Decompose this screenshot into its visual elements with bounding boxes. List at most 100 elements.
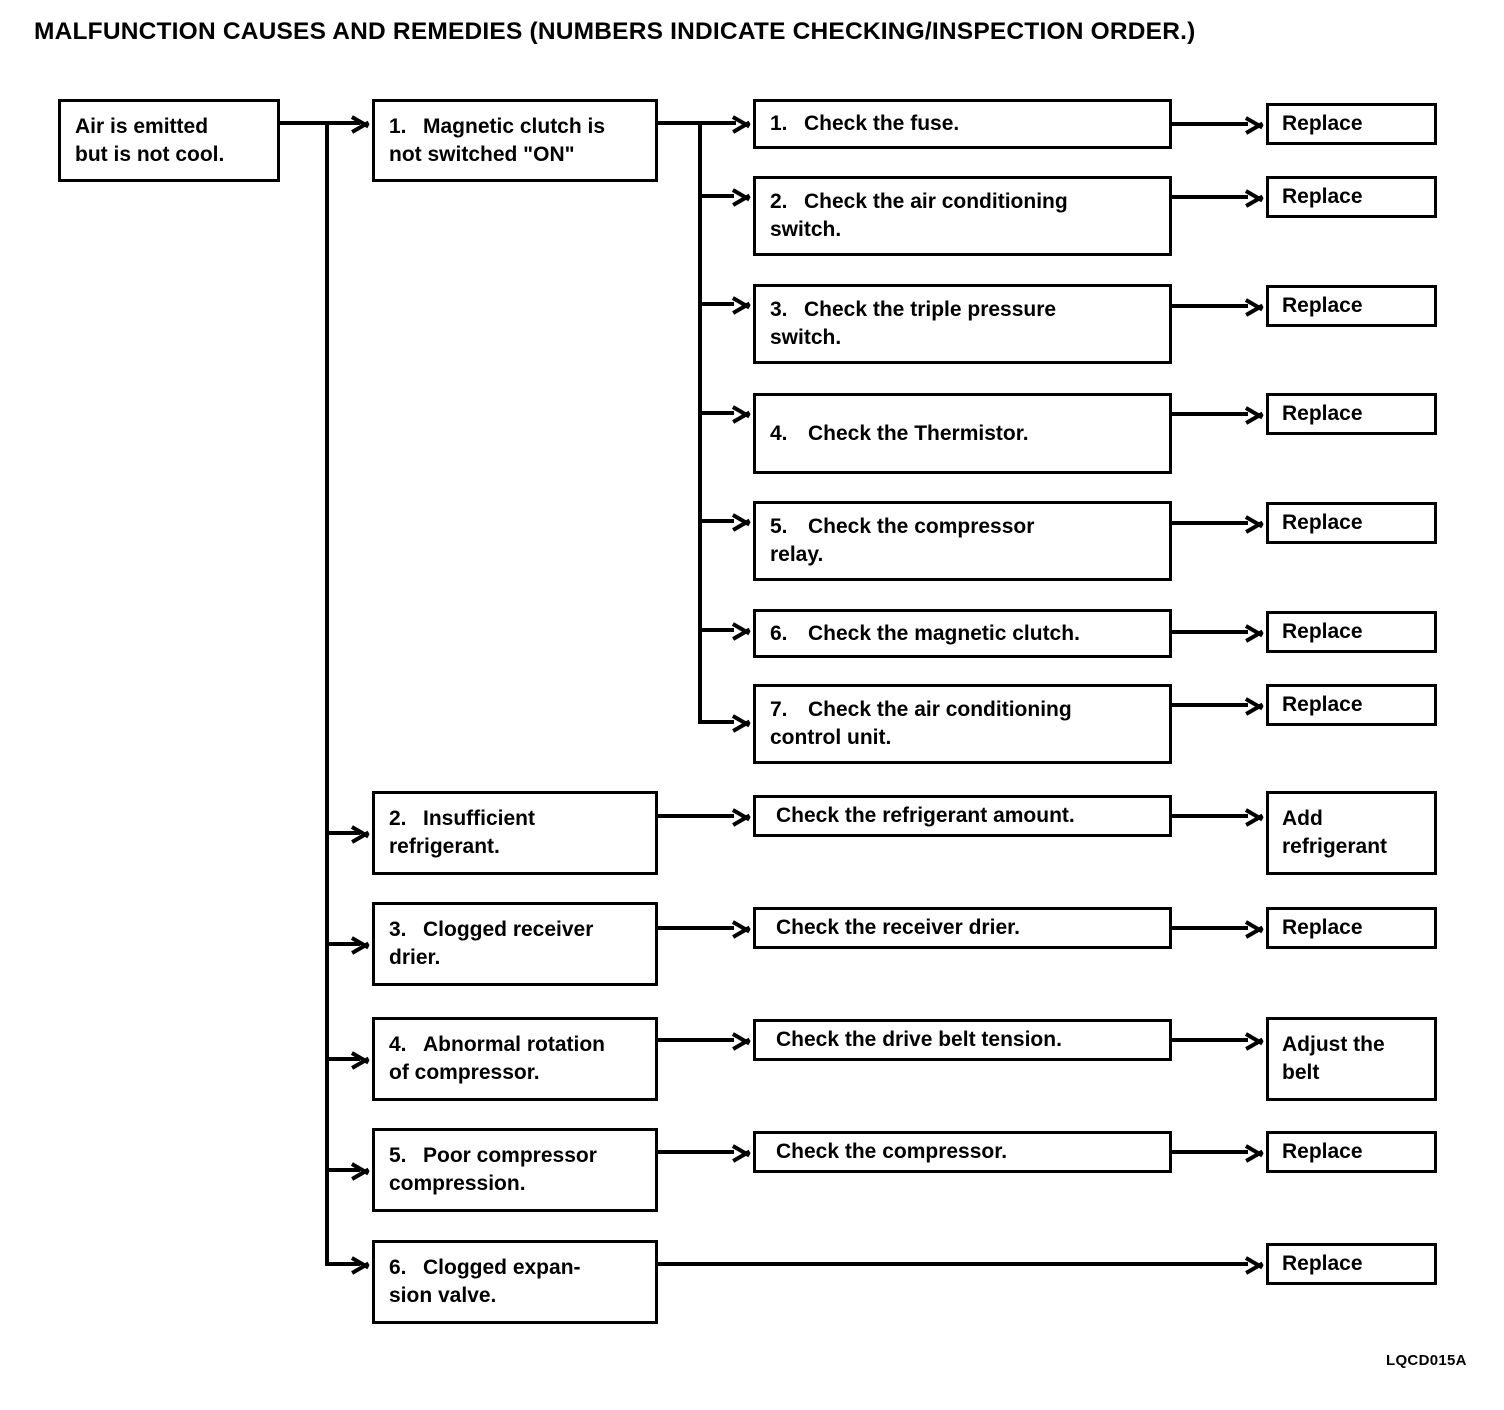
arrowhead-to-remedy-compressor bbox=[1246, 1141, 1264, 1163]
connector-cause4-to-check bbox=[656, 1038, 734, 1042]
check-label-7: 7.Check the air conditioning control uni… bbox=[770, 698, 1072, 749]
arrowhead-to-check-7 bbox=[733, 711, 751, 733]
check-box-3: 3.Check the triple pressure switch. bbox=[753, 284, 1172, 364]
remedy-label-1: Replace bbox=[1282, 112, 1363, 136]
remedy-box-expansion-valve: Replace bbox=[1266, 1243, 1437, 1285]
connector-check5-to-remedy bbox=[1170, 521, 1248, 525]
check-number-1: 1. bbox=[770, 112, 788, 136]
connector-to-cause-2 bbox=[327, 831, 360, 835]
connector-to-cause-3 bbox=[327, 942, 360, 946]
arrowhead-to-check-5 bbox=[733, 510, 751, 532]
remedy-box-adjust-belt: Adjust the belt bbox=[1266, 1017, 1437, 1101]
check-box-2: 2.Check the air conditioning switch. bbox=[753, 176, 1172, 256]
cause-box-1: 1.Magnetic clutch is not switched "ON" bbox=[372, 99, 658, 182]
check-number-2: 2. bbox=[770, 190, 788, 214]
arrowhead-to-remedy-adjust-belt bbox=[1246, 1029, 1264, 1051]
remedy-box-7: Replace bbox=[1266, 684, 1437, 726]
remedy-label-receiver-drier: Replace bbox=[1282, 916, 1363, 940]
remedy-box-add-refrigerant: Add refrigerant bbox=[1266, 791, 1437, 875]
check-box-refrigerant-amount: Check the refrigerant amount. bbox=[753, 795, 1172, 837]
arrowhead-to-remedy-receiver-drier bbox=[1246, 917, 1264, 939]
remedy-box-2: Replace bbox=[1266, 176, 1437, 218]
remedy-box-4: Replace bbox=[1266, 393, 1437, 435]
check-box-1: 1.Check the fuse. bbox=[753, 99, 1172, 149]
check-box-7: 7.Check the air conditioning control uni… bbox=[753, 684, 1172, 764]
check-label-2: 2.Check the air conditioning switch. bbox=[770, 190, 1068, 241]
connector-cause1-out bbox=[656, 121, 736, 125]
cause-box-3: 3.Clogged receiver drier. bbox=[372, 902, 658, 986]
arrowhead-to-check-compressor bbox=[733, 1141, 751, 1163]
arrowhead-to-cause-3 bbox=[352, 933, 370, 955]
check-number-4: 4. bbox=[770, 421, 788, 445]
cause-box-5: 5.Poor compressor compression. bbox=[372, 1128, 658, 1212]
remedy-box-compressor: Replace bbox=[1266, 1131, 1437, 1173]
remedy-box-1: Replace bbox=[1266, 103, 1437, 145]
remedy-label-adjust-belt: Adjust the belt bbox=[1282, 1033, 1385, 1084]
arrowhead-to-remedy-7 bbox=[1246, 694, 1264, 716]
connector-check-trunk bbox=[698, 121, 702, 724]
arrowhead-to-cause-5 bbox=[352, 1159, 370, 1181]
connector-cause6-to-remedy bbox=[656, 1262, 1248, 1266]
arrowhead-to-cause-4 bbox=[352, 1048, 370, 1070]
arrowhead-to-check-6 bbox=[733, 619, 751, 641]
connector-cause2-to-check bbox=[656, 814, 734, 818]
check-label-refrigerant-amount: Check the refrigerant amount. bbox=[776, 804, 1075, 828]
connector-to-cause-6 bbox=[327, 1262, 360, 1266]
arrowhead-to-cause-2 bbox=[352, 822, 370, 844]
cause-number-5: 5. bbox=[389, 1144, 407, 1168]
check-number-7: 7. bbox=[770, 698, 788, 722]
arrowhead-to-check-4 bbox=[733, 402, 751, 424]
connector-to-check-4 bbox=[700, 411, 734, 415]
cause-label-6: 6.Clogged expan- sion valve. bbox=[389, 1256, 581, 1307]
connector-cause5-to-check bbox=[656, 1150, 734, 1154]
connector-to-cause-5 bbox=[327, 1168, 360, 1172]
cause-number-4: 4. bbox=[389, 1033, 407, 1057]
check-label-compressor: Check the compressor. bbox=[776, 1140, 1008, 1164]
remedy-label-compressor: Replace bbox=[1282, 1140, 1363, 1164]
check-box-compressor: Check the compressor. bbox=[753, 1131, 1172, 1173]
connector-check1-to-remedy bbox=[1170, 122, 1248, 126]
cause-number-3: 3. bbox=[389, 918, 407, 942]
connector-check3-to-remedy bbox=[1170, 304, 1248, 308]
remedy-label-7: Replace bbox=[1282, 693, 1363, 717]
arrowhead-to-check-drive-belt bbox=[733, 1029, 751, 1051]
arrowhead-to-remedy-expansion-valve bbox=[1246, 1253, 1264, 1275]
arrowhead-to-remedy-add-refrigerant bbox=[1246, 805, 1264, 827]
arrowhead-to-cause-6 bbox=[352, 1253, 370, 1275]
arrowhead-to-check-receiver-drier bbox=[733, 917, 751, 939]
connector-compressor-to-remedy bbox=[1170, 1150, 1248, 1154]
check-number-5: 5. bbox=[770, 515, 788, 539]
check-label-drive-belt-tension: Check the drive belt tension. bbox=[776, 1028, 1062, 1052]
connector-cause-trunk bbox=[325, 121, 329, 1266]
remedy-box-5: Replace bbox=[1266, 502, 1437, 544]
connector-check6-to-remedy bbox=[1170, 630, 1248, 634]
remedy-label-5: Replace bbox=[1282, 511, 1363, 535]
cause-label-5: 5.Poor compressor compression. bbox=[389, 1144, 597, 1195]
cause-number-1: 1. bbox=[389, 114, 407, 138]
arrowhead-to-remedy-2 bbox=[1246, 186, 1264, 208]
connector-symptom-out bbox=[280, 121, 360, 125]
connector-check4-to-remedy bbox=[1170, 412, 1248, 416]
cause-box-4: 4.Abnormal rotation of compressor. bbox=[372, 1017, 658, 1101]
remedy-box-6: Replace bbox=[1266, 611, 1437, 653]
arrowhead-to-remedy-3 bbox=[1246, 295, 1264, 317]
arrowhead-to-check-1 bbox=[733, 112, 751, 134]
remedy-label-3: Replace bbox=[1282, 294, 1363, 318]
remedy-label-expansion-valve: Replace bbox=[1282, 1252, 1363, 1276]
connector-to-cause-4 bbox=[327, 1057, 360, 1061]
check-label-receiver-drier: Check the receiver drier. bbox=[776, 916, 1020, 940]
page-title: MALFUNCTION CAUSES AND REMEDIES (NUMBERS… bbox=[34, 18, 1196, 45]
cause-box-6: 6.Clogged expan- sion valve. bbox=[372, 1240, 658, 1324]
arrowhead-to-remedy-5 bbox=[1246, 512, 1264, 534]
arrowhead-to-check-3 bbox=[733, 293, 751, 315]
check-label-6: 6.Check the magnetic clutch. bbox=[756, 620, 1169, 648]
connector-check7-to-remedy bbox=[1170, 703, 1248, 707]
arrowhead-to-remedy-4 bbox=[1246, 403, 1264, 425]
check-label-5: 5.Check the compressor relay. bbox=[770, 515, 1035, 566]
check-box-drive-belt-tension: Check the drive belt tension. bbox=[753, 1019, 1172, 1061]
connector-to-check-2 bbox=[700, 194, 734, 198]
remedy-box-receiver-drier: Replace bbox=[1266, 907, 1437, 949]
check-label-1: 1.Check the fuse. bbox=[756, 110, 1169, 138]
connector-cause3-to-check bbox=[656, 926, 734, 930]
check-label-3: 3.Check the triple pressure switch. bbox=[770, 298, 1057, 349]
